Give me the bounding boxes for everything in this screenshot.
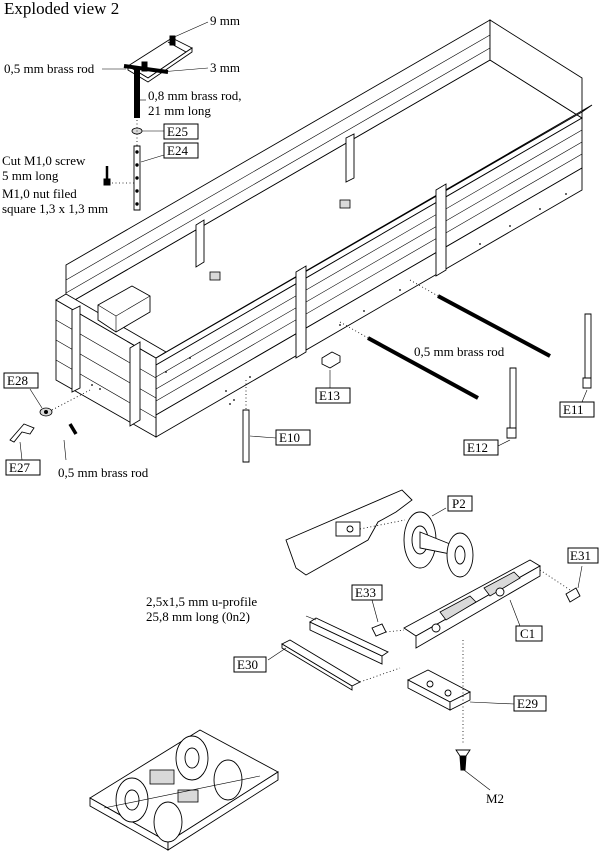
svg-text:E31: E31 xyxy=(570,548,591,563)
svg-text:C1: C1 xyxy=(520,626,535,641)
label-e13: E13 xyxy=(315,387,351,404)
chassis-plate xyxy=(285,489,413,576)
label-e29: E29 xyxy=(513,695,547,712)
strap-e11 xyxy=(581,313,592,403)
stanchion-2 xyxy=(435,183,447,277)
wheelset-p2 xyxy=(403,507,474,578)
label-e30: E30 xyxy=(233,656,267,673)
label-e31: E31 xyxy=(567,547,599,564)
svg-text:E33: E33 xyxy=(355,585,376,600)
brake-handle-assembly xyxy=(103,35,193,211)
label-e27: E27 xyxy=(5,459,41,476)
label-e28: E28 xyxy=(3,372,39,389)
plate-e30 xyxy=(267,639,401,691)
u-profile xyxy=(305,615,389,665)
handle-pin xyxy=(169,35,176,46)
strap-e10 xyxy=(242,380,277,463)
svg-text:E24: E24 xyxy=(167,143,188,158)
brass-rods-right xyxy=(339,279,551,400)
brake-box xyxy=(97,285,151,333)
diagram-title: Exploded view 2 xyxy=(4,0,119,18)
svg-text:E13: E13 xyxy=(319,388,340,403)
stanchion-3 xyxy=(129,341,141,427)
label-e24: E24 xyxy=(163,142,199,159)
m1-nut xyxy=(103,178,111,186)
floor-plate-1 xyxy=(209,271,221,281)
wagon-body xyxy=(55,19,593,438)
svg-text:E10: E10 xyxy=(279,430,300,445)
label-c1: C1 xyxy=(515,625,543,642)
svg-text:P2: P2 xyxy=(452,496,466,511)
note-rod-05-left: 0,5 mm brass rod xyxy=(58,465,149,480)
svg-text:E28: E28 xyxy=(7,373,28,388)
bracket-e29 xyxy=(407,640,515,745)
note-uprofile-line1: 2,5x1,5 mm u-profile xyxy=(146,594,257,609)
label-p2: P2 xyxy=(447,495,473,512)
note-m2: M2 xyxy=(486,791,504,806)
note-screw-line2: 5 mm long xyxy=(2,168,59,183)
note-3mm: 3 mm xyxy=(210,60,240,75)
stanchion-4 xyxy=(71,305,81,393)
brass-rod-05 xyxy=(123,64,169,74)
strap-e12 xyxy=(497,367,517,447)
note-screw-line1: Cut M1,0 screw xyxy=(2,153,86,168)
label-e12: E12 xyxy=(463,439,499,456)
bracket-e13 xyxy=(321,351,341,388)
note-uprofile-line2: 25,8 mm long (0n2) xyxy=(146,609,250,624)
svg-text:E29: E29 xyxy=(517,696,538,711)
note-9mm: 9 mm xyxy=(210,13,240,28)
note-nut-line2: square 1,3 x 1,3 mm xyxy=(2,201,108,216)
stanchion-1 xyxy=(295,265,307,359)
lever-e27 xyxy=(9,423,35,461)
svg-text:E12: E12 xyxy=(467,440,488,455)
frame-c1 xyxy=(403,559,541,649)
washer-e28 xyxy=(39,389,91,417)
note-rod-05-top: 0,5 mm brass rod xyxy=(4,61,95,76)
label-e11: E11 xyxy=(559,401,595,418)
clip-e33 xyxy=(371,599,405,637)
label-e10: E10 xyxy=(275,429,311,446)
floor-plate-2 xyxy=(339,199,351,209)
note-rod-08-line1: 0,8 mm brass rod, xyxy=(148,88,242,103)
note-rod-08-line2: 21 mm long xyxy=(148,103,211,118)
brass-rod-left xyxy=(63,423,78,461)
note-rod-05-right: 0,5 mm brass rod xyxy=(414,344,505,359)
assembled-chassis xyxy=(89,729,279,851)
label-e33: E33 xyxy=(351,584,383,601)
bracket-e31 xyxy=(539,565,583,603)
svg-text:E25: E25 xyxy=(167,124,188,139)
note-nut-line1: M1,0 nut filed xyxy=(2,186,77,201)
screw-m2 xyxy=(455,749,491,791)
svg-text:E30: E30 xyxy=(237,657,258,672)
svg-text:E11: E11 xyxy=(563,402,583,417)
svg-text:E27: E27 xyxy=(9,460,30,475)
label-e25: E25 xyxy=(163,123,199,140)
